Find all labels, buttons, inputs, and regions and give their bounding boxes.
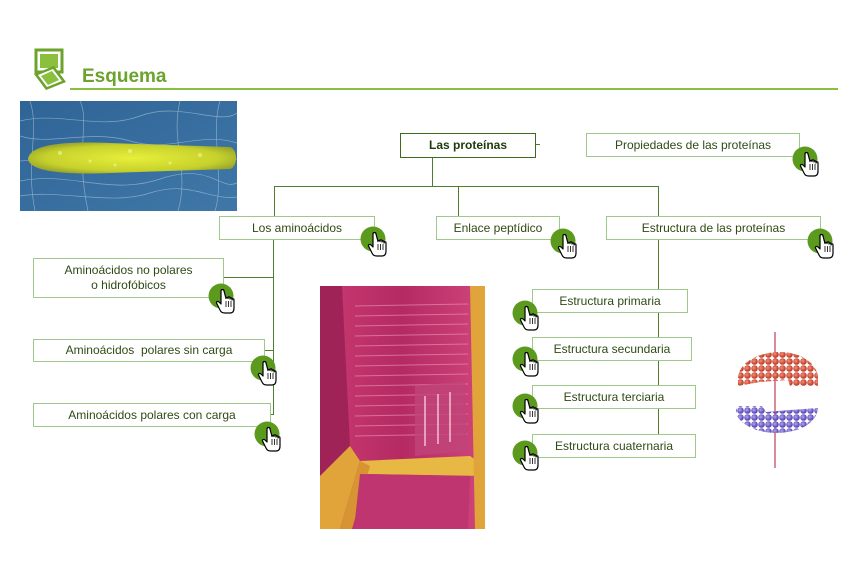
root-node[interactable]: Las proteínas: [400, 133, 536, 158]
properties-node[interactable]: Propiedades de las proteínas: [586, 133, 800, 157]
connector-line: [274, 186, 275, 216]
quaternary-structure-node[interactable]: Estructura cuaternaria: [532, 434, 696, 458]
page-title: Esquema: [82, 66, 167, 87]
structure-node-label: Estructura de las proteínas: [641, 220, 786, 235]
title-rule: [70, 88, 838, 90]
aminoacids-node-label: Los aminoácidos: [251, 220, 343, 235]
hand-pointer-icon[interactable]: [550, 228, 580, 262]
hand-pointer-icon[interactable]: [512, 440, 542, 474]
tertiary-structure-node[interactable]: Estructura terciaria: [532, 385, 696, 409]
nonpolar-aminoacids-node[interactable]: Aminoácidos no polares o hidrofóbicos: [33, 258, 224, 298]
header-logo-icon: [32, 48, 70, 92]
polar-charged-node[interactable]: Aminoácidos polares con carga: [33, 403, 271, 427]
connector-line: [224, 277, 274, 278]
hand-pointer-icon[interactable]: [208, 283, 238, 317]
bacterium-photo: [20, 101, 237, 211]
properties-node-label: Propiedades de las proteínas: [614, 137, 772, 152]
hand-pointer-icon[interactable]: [792, 146, 822, 180]
hand-pointer-icon[interactable]: [807, 228, 837, 262]
hand-pointer-icon[interactable]: [360, 226, 390, 260]
nonpolar-label-line2: o hidrofóbicos: [91, 278, 166, 292]
protein-model-image: [730, 330, 825, 470]
quaternary-structure-label: Estructura cuaternaria: [554, 438, 674, 453]
polar-uncharged-label: Aminoácidos polares sin carga: [65, 343, 233, 357]
hand-pointer-icon[interactable]: [512, 346, 542, 380]
connector-line: [274, 186, 659, 187]
peptide-bond-node[interactable]: Enlace peptídico: [436, 216, 560, 240]
nonpolar-label-line1: Aminoácidos no polares: [64, 263, 193, 277]
connector-line: [458, 186, 459, 216]
structure-node[interactable]: Estructura de las proteínas: [606, 216, 821, 240]
hand-pointer-icon[interactable]: [254, 421, 284, 455]
polar-charged-label: Aminoácidos polares con carga: [68, 407, 236, 422]
aminoacids-node[interactable]: Los aminoácidos: [219, 216, 375, 240]
connector-line: [432, 157, 433, 187]
hand-pointer-icon[interactable]: [512, 300, 542, 334]
hand-pointer-icon[interactable]: [512, 393, 542, 427]
peptide-bond-node-label: Enlace peptídico: [453, 220, 543, 235]
hand-pointer-icon[interactable]: [250, 355, 280, 389]
polar-uncharged-node[interactable]: Aminoácidos polares sin carga: [33, 339, 265, 362]
primary-structure-node[interactable]: Estructura primaria: [532, 289, 688, 313]
connector-line: [273, 240, 274, 415]
tertiary-structure-label: Estructura terciaria: [563, 389, 665, 404]
connector-line: [658, 186, 659, 216]
secondary-structure-label: Estructura secundaria: [553, 341, 671, 356]
root-node-label: Las proteínas: [428, 138, 508, 152]
muscle-fiber-photo: [320, 286, 485, 529]
primary-structure-label: Estructura primaria: [559, 293, 661, 308]
secondary-structure-node[interactable]: Estructura secundaria: [532, 337, 692, 361]
